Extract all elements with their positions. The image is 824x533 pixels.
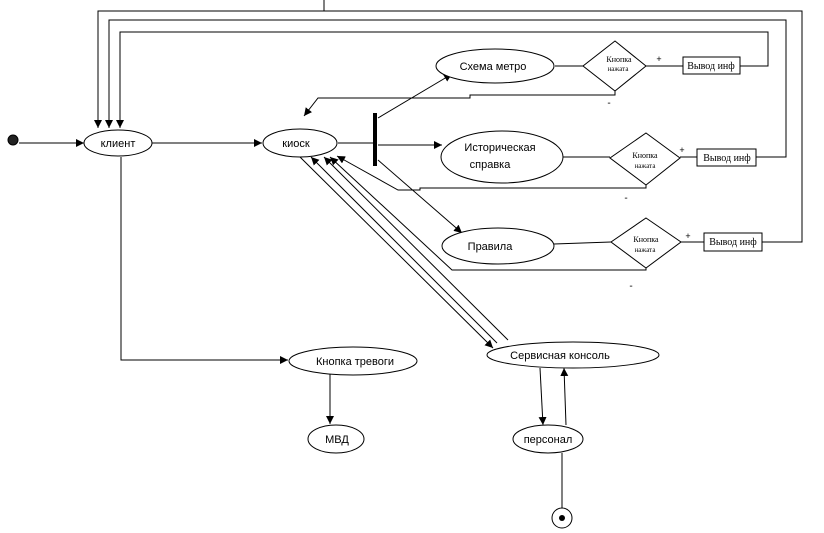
node-rules-label: Правила (468, 241, 514, 253)
start-node (7, 134, 19, 146)
decision-3-no: - (629, 281, 632, 292)
node-kiosk-label: киоск (282, 138, 310, 150)
node-staff-label: персонал (524, 434, 573, 446)
flow-kiosk-to-console (299, 156, 494, 349)
flow-output-1-to-client (116, 31, 769, 128)
output-3: Вывод инф (703, 232, 763, 252)
flow-console-to-kiosk-a (310, 156, 498, 344)
flow-output-3-to-client (94, 10, 803, 243)
output-3-label: Вывод инф (709, 237, 757, 248)
decision-1: Кнопка нажата + - (582, 40, 662, 109)
node-history: Историческая справка (440, 130, 564, 184)
node-service-console-label: Сервисная консоль (510, 350, 610, 362)
node-mvd-label: МВД (325, 434, 349, 446)
node-rules: Правила (441, 227, 555, 265)
flow-decision-3-no-to-kiosk (329, 156, 647, 271)
decision-2-label-2: нажата (635, 162, 657, 170)
decision-2: Кнопка нажата + - (609, 132, 685, 204)
flow-console-to-kiosk-b (323, 156, 509, 341)
flow-decision-1-no-to-kiosk (303, 91, 616, 117)
node-alarm-button-label: Кнопка тревоги (316, 356, 394, 368)
decision-3-label-2: нажата (635, 246, 657, 254)
node-history-label-2: справка (470, 159, 512, 171)
decision-2-yes: + (679, 145, 684, 155)
output-2: Вывод инф (696, 148, 757, 167)
fork-bar (373, 113, 377, 166)
output-1: Вывод инф (682, 56, 741, 75)
decision-2-no: - (624, 193, 627, 204)
decision-3-label-1: Кнопка (633, 235, 659, 244)
node-mvd: МВД (307, 424, 365, 454)
node-alarm-button: Кнопка тревоги (288, 346, 418, 376)
flow-staff-to-console (560, 367, 569, 426)
end-node (551, 507, 573, 529)
output-2-label: Вывод инф (703, 153, 751, 164)
node-client: клиент (83, 129, 153, 157)
node-staff: персонал (512, 424, 584, 454)
node-client-label: клиент (101, 138, 136, 150)
decision-1-yes: + (656, 54, 661, 64)
output-1-label: Вывод инф (687, 61, 735, 72)
decision-3: Кнопка нажата + - (610, 217, 691, 292)
node-metro-map-label: Схема метро (460, 61, 527, 73)
decision-3-yes: + (685, 231, 690, 241)
decision-1-no: - (607, 98, 610, 109)
node-metro-map: Схема метро (435, 48, 555, 84)
decision-1-label-1: Кнопка (606, 55, 632, 64)
decision-2-label-1: Кнопка (632, 151, 658, 160)
flow-client-to-alarm (120, 157, 288, 364)
node-history-label-1: Историческая (464, 142, 535, 154)
node-kiosk: киоск (262, 128, 338, 158)
flow-console-to-staff (538, 367, 547, 426)
node-service-console: Сервисная консоль (486, 341, 660, 369)
decision-1-label-2: нажата (608, 65, 630, 73)
flow-rules-to-decision-3 (553, 241, 612, 245)
flow-output-2-to-client (105, 19, 787, 158)
flow-decision-2-no-to-kiosk (336, 155, 647, 191)
flow-fork-to-rules (377, 159, 463, 234)
flow-fork-to-metro (377, 73, 453, 119)
